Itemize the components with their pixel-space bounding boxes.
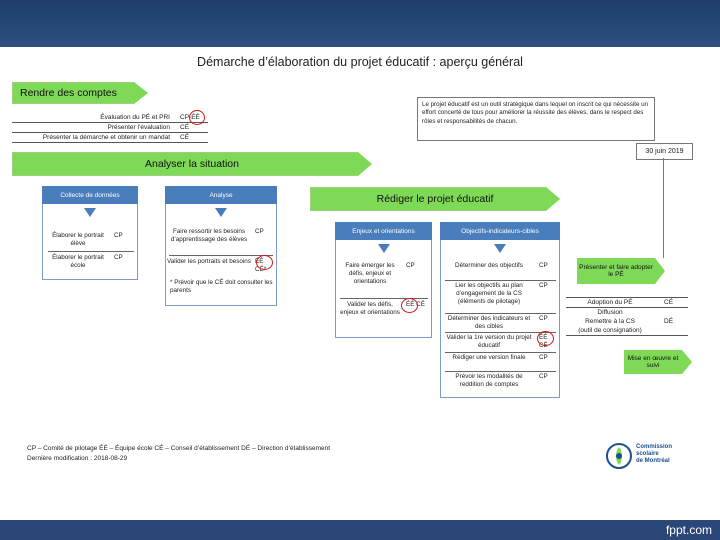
actor-cell: CÉ [664, 299, 674, 306]
collecte-header: Collecte de données [42, 186, 138, 204]
presenter-box: Présenter et faire adopter le PÉ [577, 258, 665, 284]
arrow-rediger-le-projet: Rédiger le projet éducatif [310, 187, 560, 211]
row-divider [445, 371, 556, 372]
task-text: Lier les objectifs au plan d’engagement … [455, 282, 523, 305]
date-box: 30 juin 2019 [636, 143, 693, 160]
task-cell: (outil de consignation) [578, 327, 642, 334]
table-row: Remettre à la CS DÉ [566, 317, 688, 326]
table-row: Diffusion [566, 307, 688, 317]
table-row: Présenter la démarche et obtenir un mand… [12, 133, 208, 143]
highlight-circle [537, 331, 554, 346]
actor-text: CP [539, 262, 548, 269]
objectifs-header: Objectifs-indicateurs-cibles [440, 222, 560, 240]
task-cell: Évaluation du PÉ et PRI [100, 114, 170, 121]
task-text: Prévoir les modalités de reddition de co… [455, 373, 523, 388]
highlight-circle [401, 298, 418, 313]
logo-line: scolaire [636, 451, 659, 458]
actor-cell: CÉ [180, 134, 190, 141]
slide-title: Démarche d’élaboration du projet éducati… [197, 55, 523, 69]
task-text: Faire ressortir les besoins d’apprentiss… [170, 228, 248, 243]
row-divider [445, 332, 556, 333]
brand-text: fppt.com [665, 523, 712, 537]
list-item: Faire émerger les défis, enjeux et orien… [338, 262, 430, 286]
arrow-label: Rendre des comptes [20, 87, 117, 99]
actor-text: CP [255, 228, 264, 235]
list-item: Prévoir les modalités de reddition de co… [443, 373, 558, 389]
task-text: Élaborer le portrait élève [52, 232, 104, 247]
task-cell: Présenter l’évaluation [107, 124, 170, 131]
table-row: Présenter l’évaluation CÉ [12, 123, 208, 133]
csdm-logo-icon [606, 443, 632, 469]
row-divider [445, 280, 556, 281]
down-arrow-icon [378, 244, 390, 253]
analyse-header: Analyse [165, 186, 277, 204]
top-banner [0, 0, 720, 47]
box-label: Mise en œuvre et suivi [627, 355, 679, 369]
mise-en-oeuvre-box: Mise en œuvre et suivi [624, 350, 692, 374]
highlight-circle [189, 110, 205, 125]
task-text: Valider les défis, enjeux et orientation… [340, 301, 400, 316]
actor-cell: CÉ [180, 124, 190, 131]
table-row: Adoption du PÉ CÉ [566, 297, 688, 307]
table-row: (outil de consignation) [566, 326, 688, 336]
list-item: Élaborer le portrait école CP [46, 254, 136, 270]
actor-cell: DÉ [664, 318, 674, 325]
legend: CP – Comité de pilotage ÉÉ – Équipe écol… [27, 444, 330, 465]
actor-text: CP [539, 315, 548, 322]
footnote: * Prévoir que le CÉ doit consulter les p… [170, 279, 274, 295]
arrow-label: Analyser la situation [145, 158, 239, 170]
task-text: Déterminer des indicateurs et des cibles [447, 315, 531, 330]
arrow-rendre-des-comptes: Rendre des comptes [12, 82, 148, 104]
box-label: Présenter et faire adopter le PÉ [579, 264, 653, 278]
task-cell: Diffusion [597, 309, 623, 316]
row-divider [445, 352, 556, 353]
list-item: Déterminer des objectifs CP [443, 262, 558, 270]
row-divider [48, 251, 134, 252]
actor-text: CP [539, 354, 548, 361]
actor-text: CP [539, 373, 548, 380]
list-item: Déterminer des indicateurs et des cibles… [443, 315, 558, 331]
legend-abbreviations: CP – Comité de pilotage ÉÉ – Équipe écol… [27, 445, 331, 452]
analyse-column [165, 186, 277, 306]
highlight-circle [256, 255, 273, 270]
actor-text: CP [539, 282, 548, 289]
task-text: Valider les portraits et besoins [167, 258, 251, 265]
list-item: Faire ressortir les besoins d’apprentiss… [167, 228, 275, 244]
row-divider [445, 313, 556, 314]
actor-text: CP [114, 254, 123, 261]
logo-line: de Montréal [636, 458, 670, 465]
task-text: Rédiger une version finale [452, 354, 526, 361]
enjeux-header: Enjeux et orientations [335, 222, 432, 240]
adoption-table: Adoption du PÉ CÉ Diffusion Remettre à la… [566, 297, 688, 336]
logo-text: Commission scolaire de Montréal [636, 444, 672, 466]
row-divider [340, 298, 428, 299]
arrow-analyser-la-situation: Analyser la situation [12, 152, 372, 176]
task-text: Faire émerger les défis, enjeux et orien… [345, 262, 395, 285]
logo-line: Commission [636, 444, 673, 450]
note-text: * Prévoir que le CÉ doit consulter les p… [170, 279, 273, 294]
task-text: Valider la 1re version du projet éducati… [446, 334, 532, 349]
actor-text: CP [114, 232, 123, 239]
list-item: Lier les objectifs au plan d’engagement … [443, 282, 558, 306]
actor-text: CP [406, 262, 415, 269]
bottom-banner: fppt.com [0, 520, 720, 540]
last-modified: Dernière modification : 2018-08-29 [27, 455, 128, 463]
info-box: Le projet éducatif est un outil stratégi… [417, 97, 655, 141]
connector-line [663, 158, 664, 258]
arrow-label: Rédiger le projet éducatif [376, 193, 494, 205]
down-arrow-icon [215, 208, 227, 217]
list-item: Rédiger une version finale CP [443, 354, 558, 362]
down-arrow-icon [494, 244, 506, 253]
task-text: Élaborer le portrait école [52, 254, 104, 269]
task-cell: Présenter la démarche et obtenir un mand… [42, 134, 170, 141]
task-cell: Adoption du PÉ [587, 299, 633, 306]
row-divider [169, 255, 273, 256]
list-item: Élaborer le portrait élève CP [46, 232, 136, 248]
down-arrow-icon [84, 208, 96, 217]
enjeux-column [335, 222, 432, 338]
task-cell: Remettre à la CS [585, 318, 635, 325]
task-text: Déterminer des objectifs [455, 262, 523, 269]
